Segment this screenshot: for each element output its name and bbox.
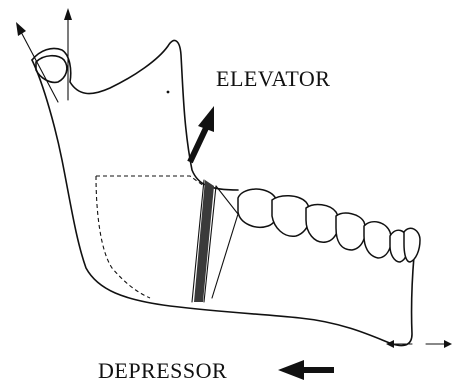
osteotomy-band — [192, 180, 238, 302]
elevator-label: ELEVATOR — [216, 66, 330, 91]
oblique-arrowhead-icon — [16, 22, 26, 36]
tooth-premolar-1 — [306, 205, 339, 243]
tooth-molar-2 — [272, 196, 310, 237]
vertical-arrowhead-icon — [64, 8, 72, 20]
ramus-anterior-edge — [32, 60, 414, 346]
elevator-arrowhead-icon — [198, 106, 214, 132]
dashed-outline — [96, 176, 204, 298]
tooth-canine — [364, 222, 391, 258]
elevator-arrow-shaft — [190, 128, 206, 162]
depressor-arrowhead-icon — [278, 360, 304, 380]
chin-right-arrowhead-icon — [444, 340, 452, 348]
depressor-arrow — [278, 360, 334, 380]
tooth-incisor-2 — [404, 228, 420, 262]
condyle-arrows — [16, 8, 72, 102]
tooth-premolar-2 — [336, 213, 366, 250]
notch-dot — [167, 91, 170, 94]
depressor-label: DEPRESSOR — [98, 358, 227, 382]
elevator-arrow — [190, 106, 214, 162]
osteotomy-stipple — [194, 180, 214, 302]
teeth-row — [238, 189, 420, 262]
dashed-segment — [96, 176, 204, 298]
oblique-vector-line — [20, 30, 58, 102]
chin-arrows — [386, 340, 452, 348]
depressor-arrow-shaft — [300, 367, 334, 373]
cut-anterior-edge — [212, 186, 238, 298]
